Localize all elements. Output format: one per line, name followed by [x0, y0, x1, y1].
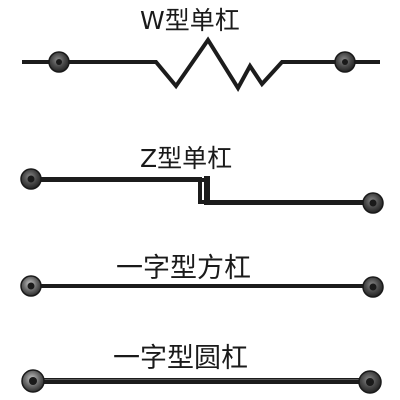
round-rack-flange-right-bolt: [366, 378, 374, 386]
square-rack-flange-right-bolt: [369, 283, 377, 291]
round-rack-flange-left-bolt: [29, 377, 37, 385]
z-rack-bar-outline: [36, 178, 376, 205]
w-rack-bar: [22, 36, 380, 92]
z-rack-flange-left-bolt: [27, 175, 35, 183]
round-rack: [21, 369, 382, 394]
w-rack-flange-right-bolt: [342, 59, 348, 65]
square-rack-flange-left-bolt: [27, 282, 35, 290]
w-rack-flange-left-bolt: [56, 59, 62, 65]
w-rack-label: W型单杠: [140, 6, 240, 35]
z-rack-flange-right-bolt: [369, 199, 377, 207]
round-rack-label: 一字型圆杠: [113, 343, 248, 374]
square-rack-label: 一字型方杠: [116, 253, 251, 284]
w-rack: [22, 36, 380, 92]
square-rack: [20, 275, 384, 298]
z-rack-label: Z型单杠: [140, 144, 233, 173]
z-rack: [20, 168, 384, 214]
